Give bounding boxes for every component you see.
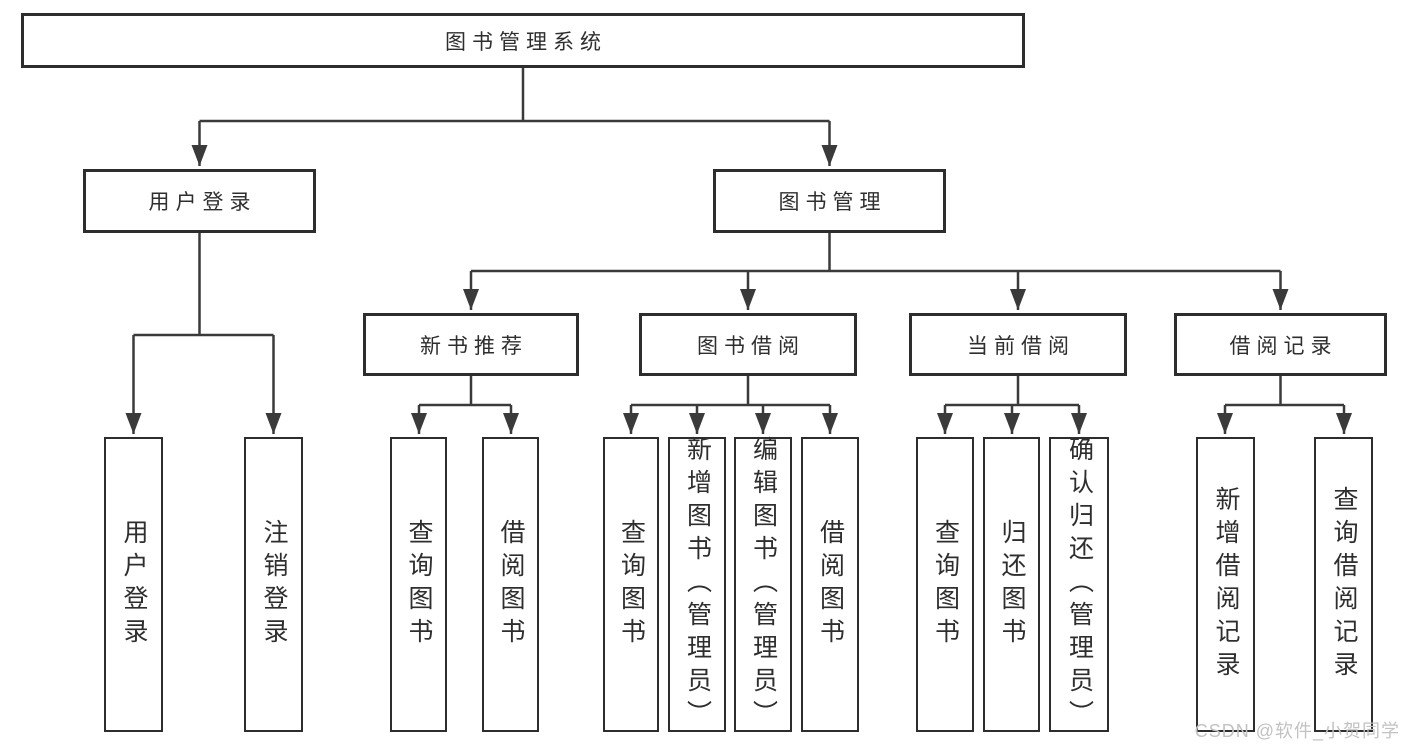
connector-new-book-recommend — [411, 376, 519, 434]
leaf-confirm-return-admin: 确认归还（管理员） — [1049, 436, 1109, 733]
connector-book-management — [463, 233, 1289, 310]
node-book-borrow: 图书借阅 — [639, 313, 857, 376]
node-current-borrow: 当前借阅 — [909, 313, 1127, 376]
leaf-recommend-borrow-books: 借阅图书 — [482, 437, 539, 732]
node-book-management: 图书管理 — [713, 169, 946, 233]
leaf-return-books: 归还图书 — [983, 437, 1040, 732]
connector-borrow-records — [1217, 376, 1352, 434]
connector-book-borrow — [623, 376, 838, 434]
leaf-logout: 注销登录 — [244, 437, 303, 732]
leaf-current-query-books: 查询图书 — [916, 437, 974, 732]
node-user-login: 用户登录 — [83, 169, 316, 233]
node-borrow-records: 借阅记录 — [1174, 313, 1387, 376]
leaf-recommend-query-books: 查询图书 — [390, 437, 447, 732]
leaf-borrow-books: 借阅图书 — [801, 437, 859, 732]
node-new-book-recommend: 新书推荐 — [363, 313, 579, 376]
connector-current-borrow — [937, 376, 1087, 434]
connector-root — [191, 68, 838, 166]
leaf-query-borrow-record: 查询借阅记录 — [1314, 437, 1373, 732]
connector-user-login — [125, 233, 282, 434]
csdn-watermark: CSDN @软件_小贺同学 — [1194, 721, 1400, 741]
leaf-borrow-query-books: 查询图书 — [603, 437, 659, 732]
leaf-add-borrow-record: 新增借阅记录 — [1196, 437, 1255, 732]
leaf-user-login: 用户登录 — [104, 437, 163, 732]
leaf-edit-books-admin: 编辑图书（管理员） — [734, 436, 792, 733]
node-root-title: 图书管理系统 — [21, 13, 1025, 68]
leaf-add-books-admin: 新增图书（管理员） — [668, 436, 726, 733]
